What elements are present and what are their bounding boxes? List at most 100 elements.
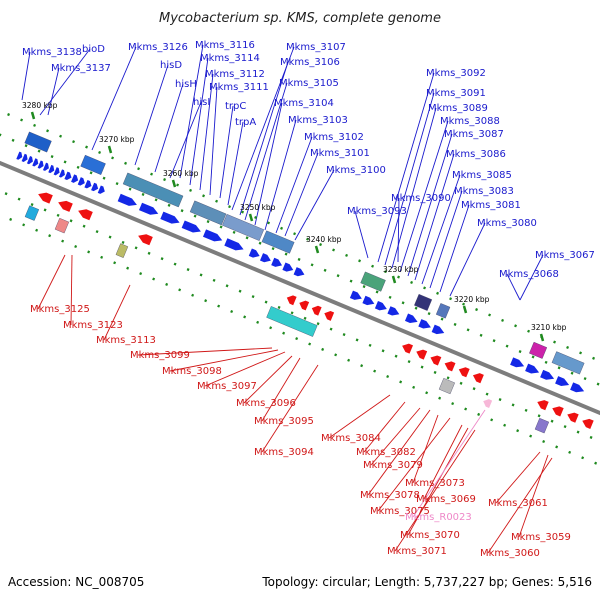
reverse-gene-label: Mkms_3082: [356, 447, 416, 458]
forward-gene-label: Mkms_3101: [310, 148, 370, 159]
scale-tick: [462, 305, 468, 314]
tick-mark: [475, 308, 479, 312]
forward-connector: [439, 204, 470, 293]
forward-connector: [244, 82, 288, 221]
forward-gene-label: trpA: [235, 117, 256, 128]
tick-mark: [407, 360, 411, 364]
reverse-connector: [495, 451, 541, 504]
tick-mark: [505, 344, 509, 348]
reverse-connector: [328, 394, 391, 439]
tick-mark: [566, 345, 570, 350]
forward-gene-arrow: [431, 324, 445, 335]
forward-connector: [189, 57, 209, 186]
reverse-hit-box: [438, 378, 455, 395]
tick-mark: [89, 171, 93, 175]
forward-hit-box: [261, 230, 295, 254]
forward-gene-arrow: [16, 151, 23, 160]
forward-gene-arrow: [26, 156, 33, 165]
tick-mark: [35, 228, 39, 232]
reverse-gene-arrow: [552, 406, 564, 417]
tick-mark: [206, 220, 210, 224]
forward-gene-arrow: [555, 376, 570, 386]
tick-mark: [360, 364, 364, 368]
tick-mark: [219, 225, 223, 229]
forward-gene-label: Mkms_3103: [288, 115, 348, 126]
reverse-connector: [407, 427, 469, 536]
tick-mark: [349, 279, 353, 283]
tick-mark: [63, 160, 67, 164]
tick-mark: [516, 429, 520, 433]
tick-mark: [59, 134, 63, 138]
forward-connector: [179, 44, 204, 179]
rna-connector: [412, 409, 486, 518]
tick-mark: [241, 210, 245, 214]
tick-mark: [423, 286, 427, 290]
forward-connector: [506, 273, 521, 301]
forward-connector: [254, 102, 283, 226]
forward-gene-label: Mkms_3137: [51, 63, 111, 74]
tick-mark: [451, 402, 455, 406]
reverse-gene-arrow: [537, 400, 549, 411]
forward-gene-label: hisD: [160, 60, 182, 71]
forward-connector: [134, 64, 169, 166]
forward-gene-label: Mkms_3116: [195, 40, 255, 51]
reverse-hit-box: [534, 417, 550, 434]
tick-mark: [160, 257, 164, 261]
reverse-connector: [487, 457, 553, 554]
forward-connector: [47, 67, 60, 116]
forward-gene-arrow: [374, 300, 387, 311]
tick-mark: [345, 253, 349, 257]
scale-label: 3220 kbp: [454, 295, 490, 304]
forward-connector: [284, 152, 319, 237]
forward-gene-label: Mkms_3090: [391, 193, 451, 204]
tick-mark: [527, 329, 531, 333]
forward-gene-label: Mkms_3087: [444, 129, 504, 140]
reverse-gene-label: Mkms_3079: [363, 460, 423, 471]
forward-connector: [407, 133, 453, 277]
reverse-gene-label: Mkms_3061: [488, 498, 548, 509]
forward-gene-arrow: [37, 160, 44, 169]
forward-gene-label: trpC: [225, 101, 246, 112]
tick-mark: [167, 203, 171, 207]
tick-mark: [284, 252, 288, 256]
tick-mark: [24, 144, 28, 148]
forward-hit-box: [414, 294, 433, 311]
reverse-connector: [370, 407, 421, 466]
forward-gene-arrow: [42, 162, 49, 171]
forward-gene-label: hisH: [175, 79, 197, 90]
forward-connector: [275, 136, 313, 234]
tick-mark: [375, 290, 379, 294]
reverse-connector: [518, 454, 549, 538]
tick-mark: [180, 209, 184, 213]
reverse-gene-arrow: [430, 355, 442, 366]
tick-mark: [217, 304, 221, 308]
reverse-gene-label: Mkms_3094: [254, 447, 314, 458]
reverse-gene-label: Mkms_3099: [130, 350, 190, 361]
tick-mark: [362, 285, 366, 289]
tick-mark: [238, 289, 242, 293]
tick-mark: [319, 243, 323, 247]
tick-mark: [33, 123, 37, 127]
forward-gene-label: Mkms_3092: [426, 68, 486, 79]
tick-mark: [524, 408, 528, 412]
reverse-gene-arrow: [402, 343, 414, 354]
tick-mark: [420, 365, 424, 369]
tick-mark: [108, 235, 112, 239]
tick-mark: [76, 165, 80, 169]
forward-gene-arrow: [58, 169, 65, 178]
tick-mark: [98, 150, 102, 155]
tick-mark: [256, 320, 260, 324]
tick-mark: [87, 250, 91, 254]
tick-mark: [596, 382, 600, 386]
tick-mark: [399, 380, 403, 384]
tick-mark: [518, 350, 522, 354]
reverse-connector: [423, 424, 463, 500]
forward-gene-arrow: [202, 229, 223, 242]
tick-mark: [323, 268, 327, 272]
tick-mark: [563, 425, 567, 429]
tick-mark: [134, 246, 138, 250]
tick-mark: [212, 278, 216, 282]
tick-mark: [126, 266, 130, 270]
forward-hit-box: [435, 303, 451, 319]
